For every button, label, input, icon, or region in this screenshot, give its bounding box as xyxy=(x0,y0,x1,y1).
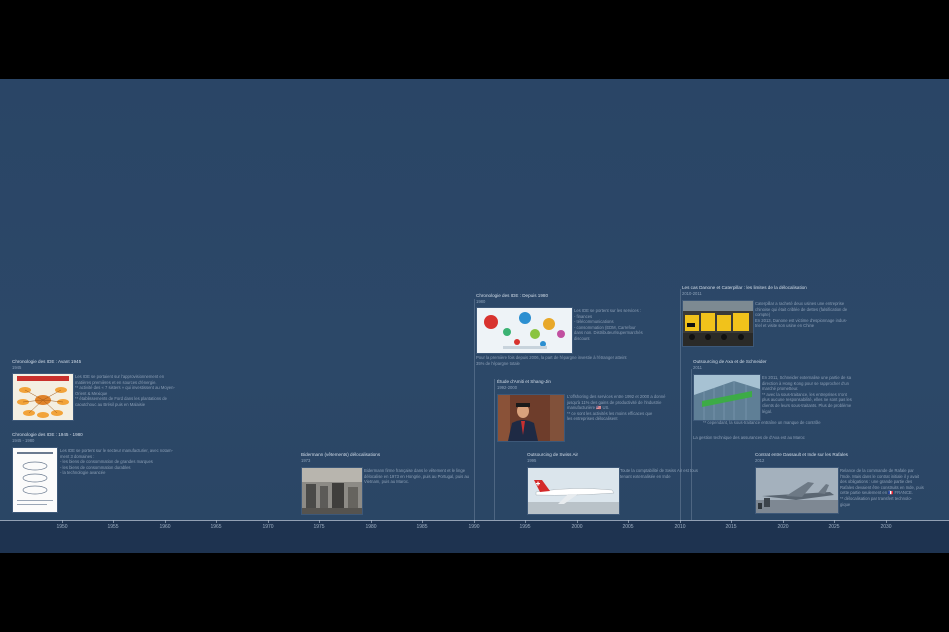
machinery-photo-icon xyxy=(683,301,753,346)
event-depuis-1980-image[interactable] xyxy=(476,307,573,354)
event-date: 2010-2011 xyxy=(682,291,702,296)
mindmap-illustration-icon xyxy=(13,374,73,420)
building-photo-icon xyxy=(694,375,760,420)
event-axa-schneider[interactable]: Outsourcing de Axa et de Schneider 2011 xyxy=(693,359,853,370)
event-axa-schneider-extra: La gestion technique des assurances de d… xyxy=(693,435,805,440)
range-marker xyxy=(494,379,495,520)
axis-tick-label: 2010 xyxy=(674,524,686,530)
event-amiti-shang-jin[interactable]: Étude d'Amiti et Shang-Jin 1992-2000 xyxy=(497,379,617,390)
axis-tick-label: 1955 xyxy=(107,524,119,530)
event-title: Contrat entre Dassault et Inde sur les R… xyxy=(755,452,848,457)
axis-tick-mark xyxy=(628,520,629,523)
event-axa-schneider-image[interactable] xyxy=(693,374,761,421)
axis-tick-mark xyxy=(422,520,423,523)
event-axa-schneider-text: En 2011, Schneider externalise une parti… xyxy=(762,375,852,414)
event-title: Bidermann (vêtements) délocalisations xyxy=(301,452,381,457)
axis-tick-mark xyxy=(680,520,681,523)
timeline-stage[interactable]: Chronologie des IDE : Avant 1945 1945 Le… xyxy=(0,79,949,553)
axis-tick-label: 1990 xyxy=(468,524,480,530)
axis-tick-label: 1975 xyxy=(313,524,325,530)
event-date: 1992-2000 xyxy=(497,385,518,390)
event-title: Étude d'Amiti et Shang-Jin xyxy=(497,379,551,384)
event-swiss-air[interactable]: Outsourcing de Swiss Air 1995 xyxy=(527,452,647,463)
portrait-photo-icon xyxy=(498,395,564,441)
event-avant-1945-image[interactable] xyxy=(12,373,74,421)
event-date: 2011 xyxy=(693,365,703,370)
axis-tick-mark xyxy=(886,520,887,523)
axis-tick-mark xyxy=(113,520,114,523)
event-danone-caterpillar-image[interactable] xyxy=(682,300,754,347)
event-swiss-air-image[interactable] xyxy=(527,467,620,515)
factory-photo-icon xyxy=(302,468,362,514)
infographic-illustration-icon xyxy=(477,308,572,353)
axis-tick-label: 1985 xyxy=(416,524,428,530)
axis-tick-mark xyxy=(62,520,63,523)
event-avant-1945-text: Les IDE se portaient sur l'approvisionne… xyxy=(75,374,175,407)
axis-tick-label: 1965 xyxy=(210,524,222,530)
axis-tick-mark xyxy=(216,520,217,523)
event-bidermann[interactable]: Bidermann (vêtements) délocalisations 19… xyxy=(301,452,481,463)
event-swiss-air-text: Toute la comptabilité de Swiss Air est t… xyxy=(620,468,698,479)
axis-tick-mark xyxy=(783,520,784,523)
axis-tick-mark xyxy=(731,520,732,523)
axis-tick-mark xyxy=(268,520,269,523)
event-amiti-shang-jin-image[interactable] xyxy=(497,394,565,442)
axis-tick-label: 2020 xyxy=(777,524,789,530)
axis-tick-label: 1970 xyxy=(262,524,274,530)
axis-tick-mark xyxy=(319,520,320,523)
event-title: Les cas Danone et Caterpillar : les limi… xyxy=(682,285,807,290)
axis-tick-label: 2000 xyxy=(571,524,583,530)
event-1945-1980-text: Les IDE se portent sur le secteur manufa… xyxy=(60,448,173,476)
event-title: Chronologie des IDE : Depuis 1980 xyxy=(476,293,549,298)
event-depuis-1980-extra: Pour la première fois depuis 2006, la pa… xyxy=(476,355,627,366)
event-date: 1945 xyxy=(12,365,22,370)
axis-tick-mark xyxy=(371,520,372,523)
event-amiti-shang-jin-text: L'offshoring des services entre 1992 et … xyxy=(567,394,666,422)
event-1945-1980-image[interactable] xyxy=(12,447,58,513)
airplane-photo-icon xyxy=(528,468,619,514)
event-avant-1945[interactable]: Chronologie des IDE : Avant 1945 1945 xyxy=(12,359,192,370)
axis-tick-mark xyxy=(525,520,526,523)
axis-tick-label: 2005 xyxy=(622,524,634,530)
event-danone-caterpillar-text: Caterpillar a racheté deux usines une en… xyxy=(755,301,848,329)
event-danone-caterpillar[interactable]: Les cas Danone et Caterpillar : les limi… xyxy=(682,285,882,296)
axis-tick-label: 2030 xyxy=(880,524,892,530)
jet-photo-icon xyxy=(756,468,838,513)
event-date: 1995 xyxy=(527,458,537,463)
axis-tick-label: 1980 xyxy=(365,524,377,530)
event-1945-1980[interactable]: Chronologie des IDE : 1945 - 1980 1945 -… xyxy=(12,432,192,443)
event-bidermann-text: Bidermann firme française dans le vêteme… xyxy=(364,468,469,485)
event-title: Outsourcing de Axa et de Schneider xyxy=(693,359,767,364)
timeline-axis[interactable] xyxy=(0,520,949,553)
event-date: 1945 - 1980 xyxy=(12,438,35,443)
event-dassault-inde-image[interactable] xyxy=(755,467,839,514)
event-depuis-1980-text: Les IDE se portent sur les services : - … xyxy=(574,308,643,341)
event-date: 1980 xyxy=(476,299,486,304)
document-illustration-icon xyxy=(13,448,57,512)
event-title: Outsourcing de Swiss Air xyxy=(527,452,579,457)
event-date: 1973 xyxy=(301,458,311,463)
event-title: Chronologie des IDE : 1945 - 1980 xyxy=(12,432,83,437)
range-marker xyxy=(691,369,692,520)
axis-tick-label: 2025 xyxy=(828,524,840,530)
event-axa-schneider-note: ** cependant, la sous-traitance entraîne… xyxy=(703,420,821,425)
event-date: 2012 xyxy=(755,458,765,463)
range-marker xyxy=(680,289,681,520)
axis-tick-mark xyxy=(165,520,166,523)
axis-tick-label: 1950 xyxy=(56,524,68,530)
axis-tick-mark xyxy=(834,520,835,523)
range-marker xyxy=(474,299,475,520)
axis-tick-mark xyxy=(577,520,578,523)
axis-tick-label: 2015 xyxy=(725,524,737,530)
event-dassault-inde[interactable]: Contrat entre Dassault et Inde sur les R… xyxy=(755,452,915,463)
event-title: Chronologie des IDE : Avant 1945 xyxy=(12,359,82,364)
axis-tick-label: 1960 xyxy=(159,524,171,530)
event-bidermann-image[interactable] xyxy=(301,467,363,515)
event-depuis-1980[interactable]: Chronologie des IDE : Depuis 1980 1980 xyxy=(476,293,656,304)
axis-tick-mark xyxy=(474,520,475,523)
axis-tick-label: 1995 xyxy=(519,524,531,530)
